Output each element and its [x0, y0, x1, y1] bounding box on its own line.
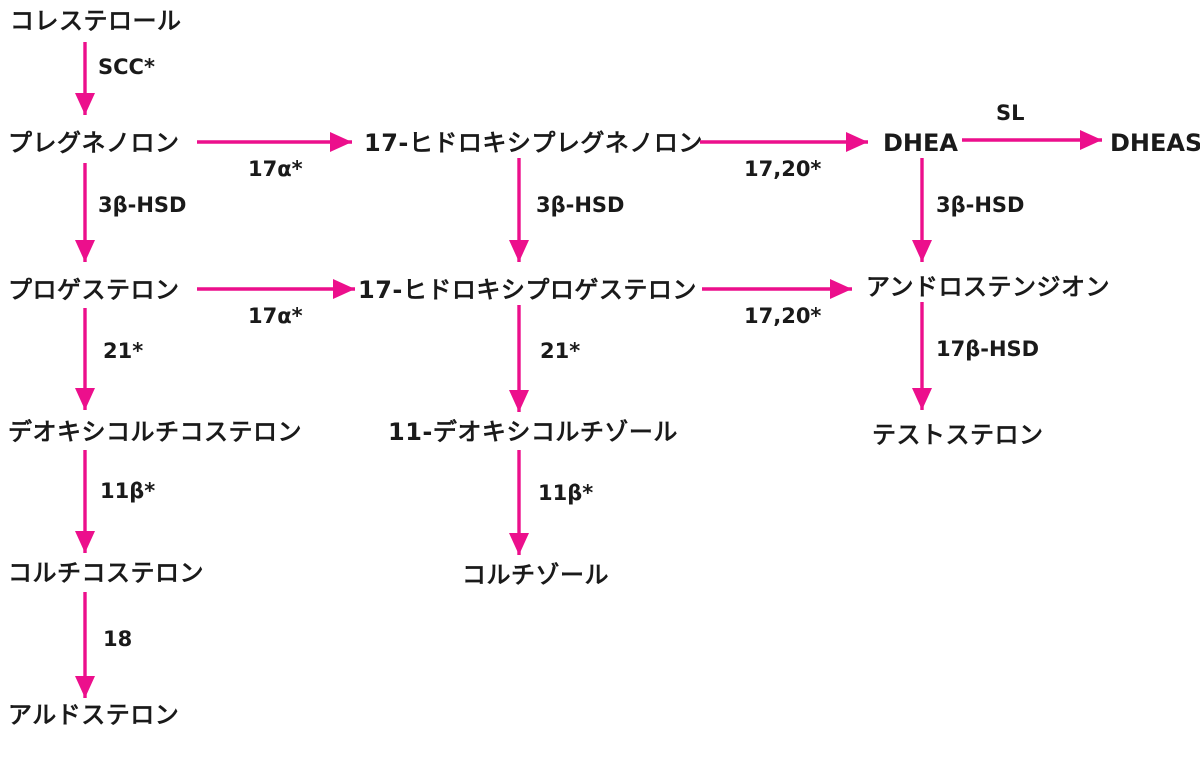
node-androstenedione: アンドロステンジオン: [866, 273, 1111, 301]
enzyme-label-17-20-row2: 17,20*: [744, 157, 822, 181]
node-dhea: DHEA: [883, 129, 958, 157]
enzyme-label-17alpha-row3: 17α*: [248, 304, 303, 328]
node-17-hydroxypregnenolone: 17-ヒドロキシプレグネノロン: [364, 129, 703, 157]
node-corticosterone: コルチコステロン: [8, 559, 204, 587]
enzyme-label-21-left: 21*: [103, 339, 144, 363]
node-pregnenolone: プレグネノロン: [8, 129, 180, 157]
node-dheas: DHEAS: [1110, 129, 1200, 157]
enzyme-label-18: 18: [103, 627, 133, 651]
enzyme-label-17-20-row3: 17,20*: [744, 304, 822, 328]
enzyme-label-11b-left: 11β*: [100, 479, 156, 503]
enzyme-label-3b-hsd-right: 3β-HSD: [936, 193, 1025, 217]
enzyme-label-sl: SL: [996, 101, 1025, 125]
enzyme-label-17alpha-row2: 17α*: [248, 157, 303, 181]
enzyme-label-3b-hsd-mid: 3β-HSD: [536, 193, 625, 217]
node-deoxycorticosterone: デオキシコルチコステロン: [8, 418, 302, 446]
node-cortisol: コルチゾール: [462, 561, 609, 589]
node-17-hydroxyprogesterone: 17-ヒドロキシプロゲステロン: [358, 276, 697, 304]
node-testosterone: テストステロン: [872, 421, 1044, 449]
enzyme-label-11b-mid: 11β*: [538, 481, 594, 505]
enzyme-label-scc: SCC*: [98, 55, 155, 79]
enzyme-label-3b-hsd-left: 3β-HSD: [98, 193, 187, 217]
enzyme-label-17b-hsd: 17β-HSD: [936, 337, 1040, 361]
node-progesterone: プロゲステロン: [8, 276, 180, 304]
enzyme-label-21-mid: 21*: [540, 339, 581, 363]
node-cholesterol: コレステロール: [10, 7, 182, 35]
node-aldosterone: アルドステロン: [8, 701, 180, 729]
node-11-deoxycortisol: 11-デオキシコルチゾール: [388, 418, 678, 446]
